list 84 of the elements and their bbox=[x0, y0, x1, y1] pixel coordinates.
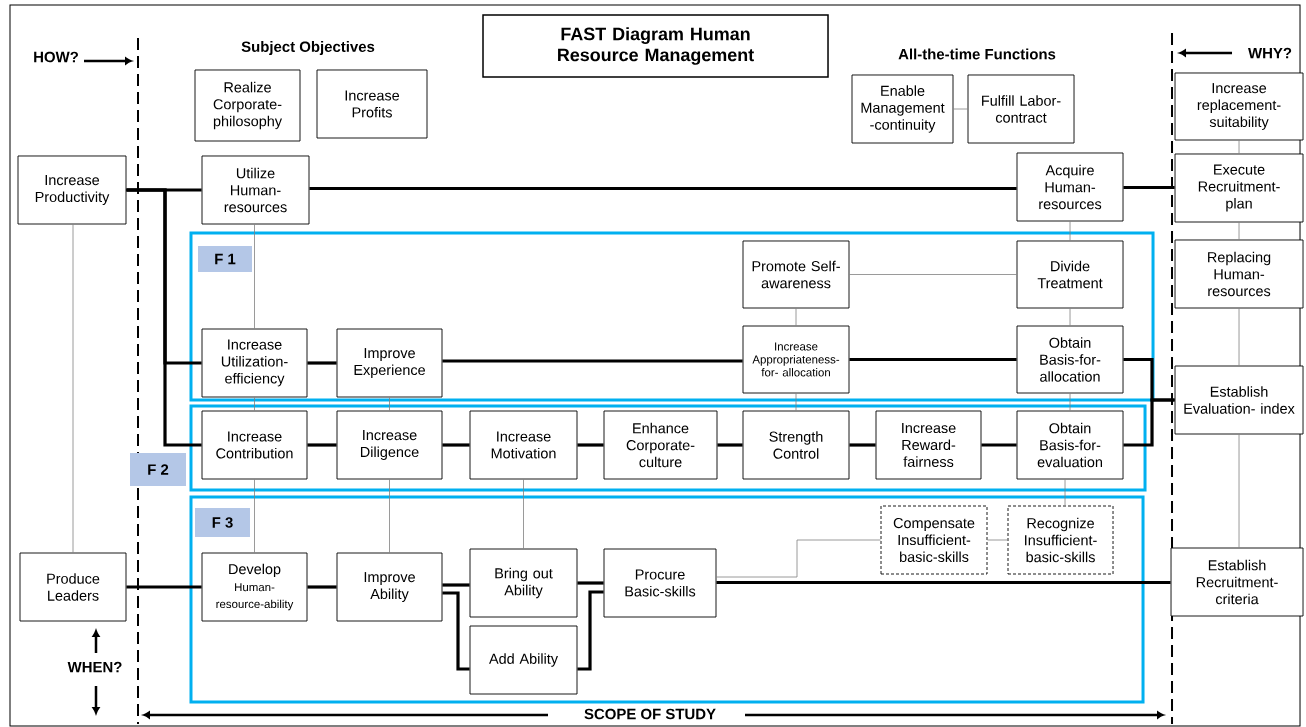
connector-line bbox=[254, 479, 255, 553]
function-box: Increase Motivation bbox=[469, 410, 578, 480]
function-box: Fulfill Labor- contract bbox=[967, 74, 1075, 144]
connector-line bbox=[1238, 308, 1240, 366]
connector-line bbox=[716, 580, 1171, 585]
function-box: Establish Evaluation- index bbox=[1174, 365, 1304, 435]
connector-line bbox=[442, 443, 470, 447]
function-box: Promote Self- awareness bbox=[742, 240, 850, 309]
function-box: Increase replacement- suitability bbox=[1174, 72, 1304, 141]
function-box: Bring out Ability bbox=[469, 548, 578, 618]
connector-line bbox=[1069, 393, 1071, 411]
connector-line bbox=[1123, 185, 1175, 190]
function-box: Execute Recruitment- plan bbox=[1174, 153, 1304, 223]
connector-line bbox=[577, 581, 604, 585]
function-box: Enhance Corporate- culture bbox=[603, 410, 718, 480]
heading: All-the-time Functions bbox=[898, 48, 1056, 60]
function-box: Increase Appropriateness- for- allocation bbox=[742, 325, 850, 394]
connector-line bbox=[307, 585, 337, 589]
function-box: Acquire Human- resources bbox=[1016, 152, 1124, 222]
function-box: Increase Contribution bbox=[201, 410, 308, 480]
connector-line bbox=[126, 188, 202, 447]
connector-line bbox=[849, 274, 1017, 275]
function-box: Establish Recruitment- criteria bbox=[1170, 547, 1304, 617]
function-box: Enable Management -continuity bbox=[851, 74, 954, 144]
connector-line bbox=[1069, 221, 1071, 241]
dashed-function-box: Compensate Insufficient- basic-skills bbox=[880, 505, 988, 575]
group-label: F 1 bbox=[198, 246, 252, 272]
connector-line bbox=[1069, 308, 1071, 326]
connector-line bbox=[795, 308, 797, 326]
connector-line bbox=[389, 397, 390, 411]
function-box: Obtain Basis-for- allocation bbox=[1016, 325, 1124, 394]
connector-line bbox=[442, 591, 470, 671]
function-box: Obtain Basis-for- evaluation bbox=[1016, 410, 1124, 480]
function-box: Strength Control bbox=[742, 410, 850, 480]
connector-line bbox=[1238, 222, 1240, 240]
connector-line bbox=[849, 443, 876, 447]
connector-line bbox=[716, 539, 881, 578]
function-box: Increase Utilization- efficiency bbox=[201, 328, 308, 398]
group-label: F 3 bbox=[195, 508, 250, 537]
heading: HOW? bbox=[34, 51, 78, 63]
connector-line bbox=[1238, 140, 1240, 154]
dashed-function-box: Recognize Insufficient- basic-skills bbox=[1007, 505, 1114, 575]
connector-line bbox=[1064, 479, 1066, 506]
connector-line bbox=[389, 479, 390, 553]
connector-line bbox=[849, 357, 1017, 362]
connector-line bbox=[987, 539, 1008, 541]
heading: SCOPE OF STUDY bbox=[582, 706, 718, 722]
function-box: Realize Corporate- philosophy bbox=[194, 69, 301, 142]
function-box: Divide Treatment bbox=[1016, 240, 1124, 309]
function-box: Increase Diligence bbox=[336, 410, 443, 480]
function-box: Improve Ability bbox=[336, 552, 443, 622]
heading: Subject Objectives bbox=[241, 41, 375, 55]
connector-line bbox=[307, 361, 337, 365]
connector-line bbox=[309, 186, 1017, 191]
function-box: Replacing Human- resources bbox=[1174, 239, 1304, 309]
function-box: Add Ability bbox=[469, 625, 578, 695]
connector-line bbox=[1238, 434, 1240, 548]
function-box: Increase Profits bbox=[316, 69, 428, 139]
connector-line bbox=[523, 479, 524, 549]
function-box: Utilize Human- resources bbox=[201, 155, 310, 225]
heading: WHEN? bbox=[67, 661, 122, 673]
connector-line bbox=[72, 224, 74, 553]
connector-line bbox=[717, 443, 743, 447]
connector-line bbox=[307, 443, 337, 447]
function-box: Develop Human- resource-ability bbox=[201, 552, 308, 622]
connector-line bbox=[953, 108, 968, 110]
connector-line bbox=[795, 393, 797, 411]
connector-line bbox=[442, 359, 743, 363]
connector-line bbox=[577, 443, 604, 447]
function-box: Improve Experience bbox=[336, 328, 443, 398]
function-box: Increase Reward- fairness bbox=[875, 410, 982, 480]
connector-line bbox=[254, 224, 255, 329]
function-box: Increase Productivity bbox=[17, 155, 127, 225]
connector-line bbox=[442, 583, 470, 587]
connector-line bbox=[1123, 398, 1175, 447]
group-label: F 2 bbox=[130, 453, 186, 486]
connector-line bbox=[254, 397, 255, 411]
function-box: Produce Leaders bbox=[19, 552, 127, 622]
heading: WHY? bbox=[1248, 47, 1292, 59]
connector-line bbox=[126, 585, 202, 589]
title-box: FAST Diagram Human Resource Management bbox=[482, 14, 829, 78]
function-box: Procure Basic-skills bbox=[603, 548, 717, 618]
connector-line bbox=[577, 590, 604, 671]
connector-line bbox=[981, 443, 1017, 447]
